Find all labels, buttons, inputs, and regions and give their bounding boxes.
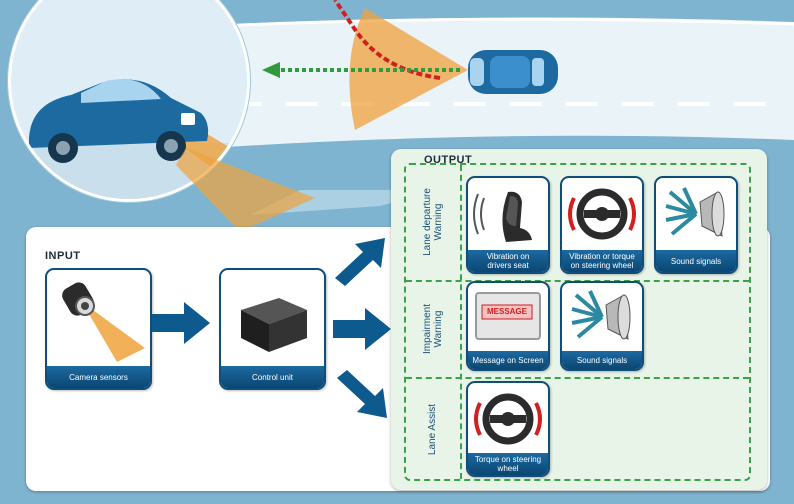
output-card-caption: Sound signals [656, 250, 736, 272]
output-label-divider [460, 165, 462, 479]
speaker-icon [665, 187, 725, 237]
control-unit-card: Control unit [219, 268, 326, 390]
arrow-to-impairment [333, 308, 391, 350]
arrow-to-lane-departure [335, 238, 385, 286]
caption-line: drivers seat [487, 261, 529, 270]
output-card: MESSAGE Message on Screen [466, 281, 550, 371]
input-title: INPUT [45, 250, 81, 262]
output-card: Torque on steering wheel [466, 381, 550, 477]
group-label-line: Lane departure [422, 188, 433, 256]
caption-line: Torque on steering [474, 455, 542, 464]
message-screen-text: MESSAGE [486, 307, 527, 316]
camera-icon [62, 282, 145, 362]
output-card: Vibration on drivers seat [466, 176, 550, 274]
output-card-caption: Vibration on drivers seat [468, 250, 548, 272]
arrow-to-lane-assist [337, 370, 387, 418]
caption-line: Vibration on [486, 252, 530, 261]
caption-line: Message on Screen [472, 355, 544, 365]
output-card-caption: Vibration or torque on steering wheel [562, 250, 642, 272]
caption-line: wheel [497, 464, 519, 473]
output-divider-2 [406, 377, 749, 379]
control-unit-label: Control unit [221, 366, 324, 388]
speaker-icon [571, 290, 631, 340]
output-card: Vibration or torque on steering wheel [560, 176, 644, 274]
caption-line: on steering wheel [570, 261, 634, 270]
seat-vibration-icon [473, 191, 532, 242]
warning-arc [333, 0, 441, 80]
output-card-caption: Torque on steering wheel [468, 453, 548, 475]
steering-wheel-torque-icon [474, 393, 542, 445]
output-dotted-frame [404, 163, 751, 481]
steering-wheel-vibration-icon [568, 188, 636, 240]
arrow-camera-to-control [152, 302, 210, 344]
caption-line: Sound signals [576, 355, 628, 365]
camera-sensors-card: Camera sensors [45, 268, 152, 390]
camera-sensors-label: Camera sensors [47, 366, 150, 388]
group-label-line: Warning [433, 310, 445, 348]
control-unit-icon [241, 298, 307, 352]
group-label-line: Lane Assist [427, 403, 439, 455]
group-label-line: Impairment [422, 303, 434, 355]
group-label-line: Warning [433, 203, 444, 241]
trajectory-arrowhead [262, 62, 280, 78]
road [130, 17, 794, 150]
message-screen-icon [475, 292, 541, 340]
output-card: Sound signals [560, 281, 644, 371]
car-top-view [468, 50, 558, 94]
caption-line: Sound signals [670, 256, 722, 266]
output-card-caption: Message on Screen [468, 351, 548, 369]
output-card: Sound signals [654, 176, 738, 274]
output-title: OUTPUT [424, 154, 473, 166]
caption-line: Vibration or torque [569, 252, 635, 261]
output-card-caption: Sound signals [562, 351, 642, 369]
group-label-lane-assist: Lane Assist [408, 380, 458, 478]
zoom-circle [8, 0, 250, 202]
